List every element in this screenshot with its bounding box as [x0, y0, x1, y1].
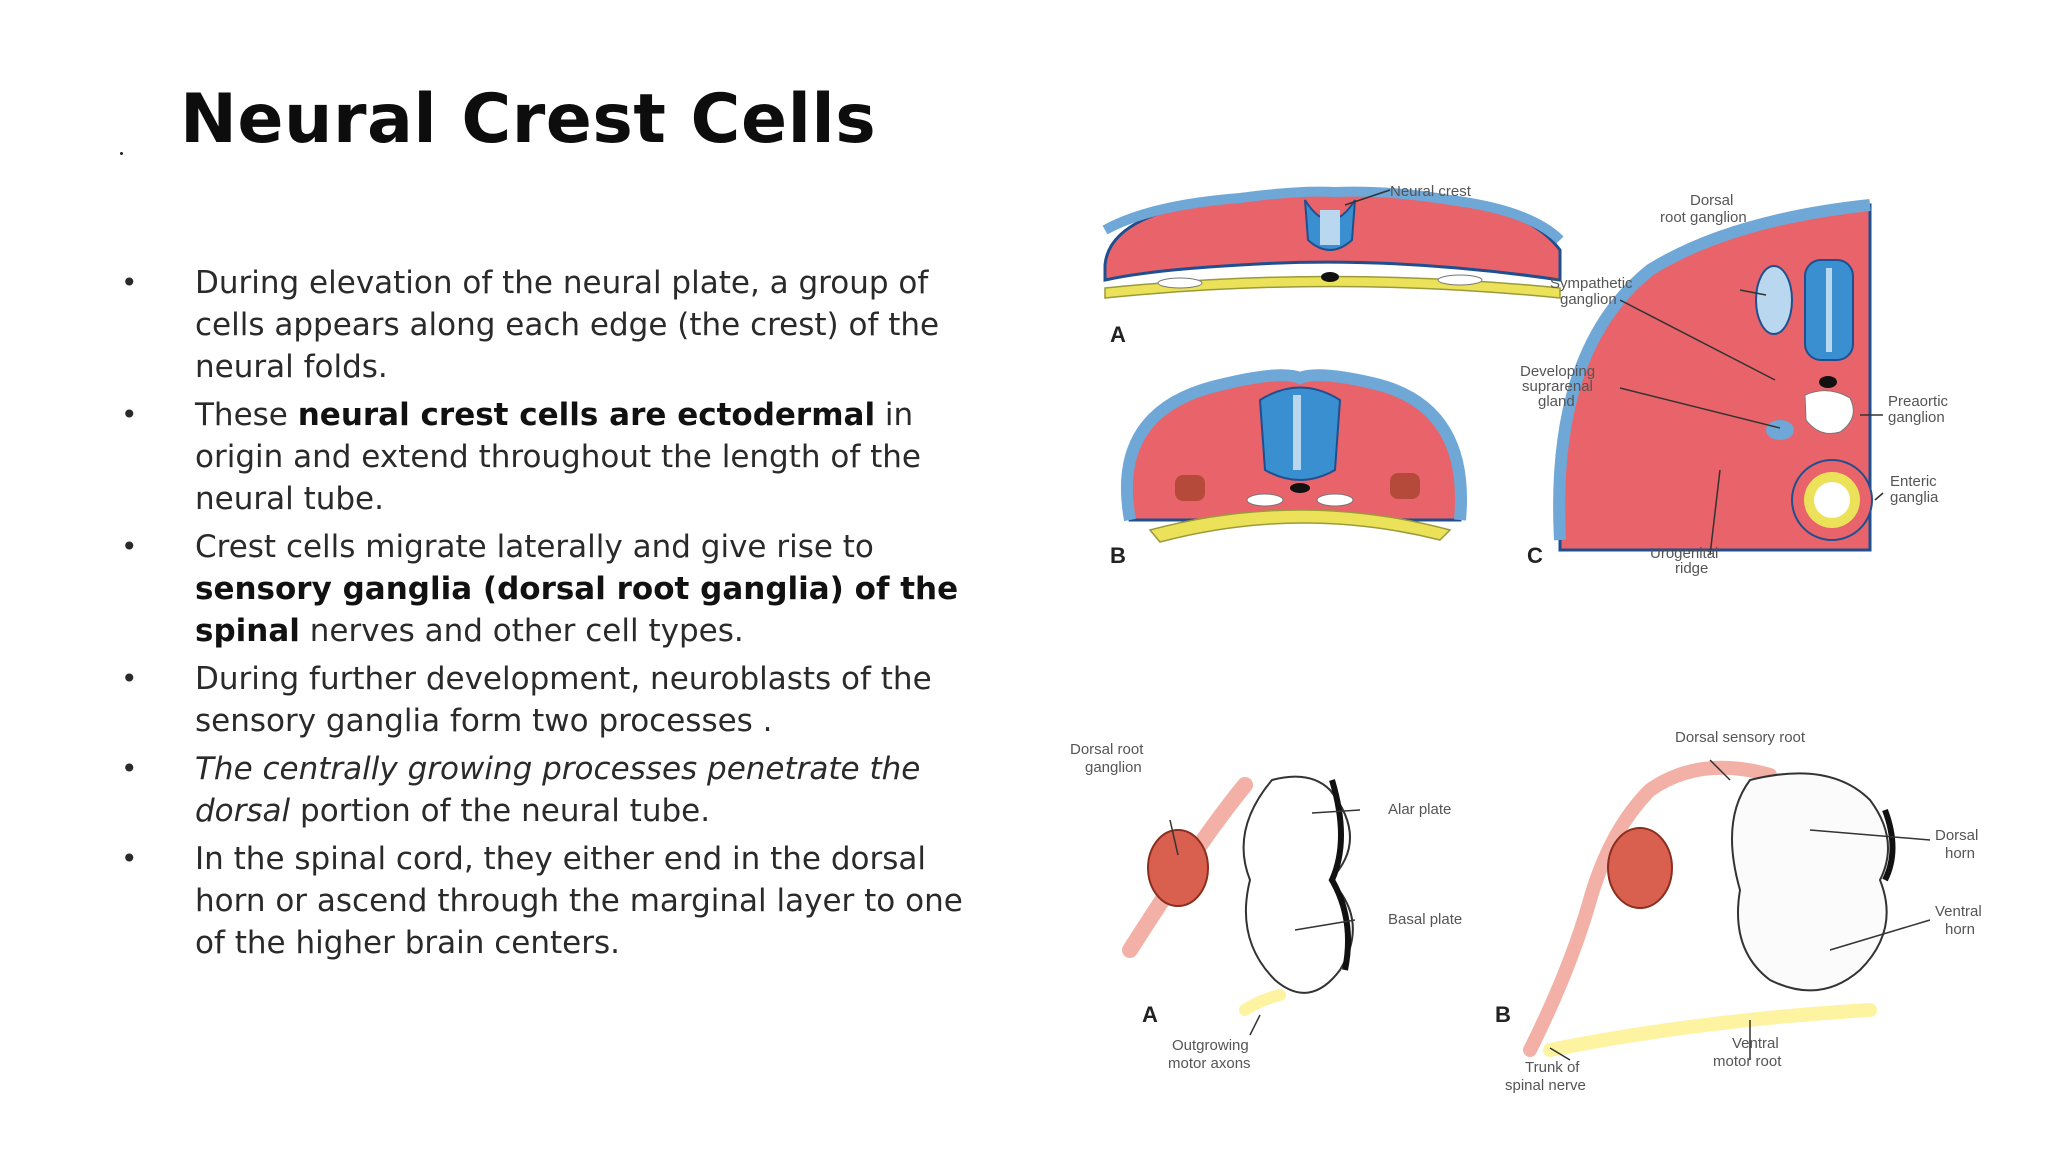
label-motor-root: motor root	[1713, 1053, 1782, 1070]
bullet-item: • During elevation of the neural plate, a…	[115, 262, 985, 388]
label-outgrowing: Outgrowing	[1172, 1037, 1249, 1054]
bullet-marker: •	[121, 530, 138, 563]
bottom-panel-b-diagram	[1523, 759, 1931, 1061]
bullet-text: nerves and other cell types.	[299, 613, 744, 649]
label-neural-crest: Neural crest	[1390, 183, 1472, 200]
label-suprarenal: suprarenal	[1522, 378, 1593, 395]
bullet-marker: •	[121, 752, 138, 785]
bullet-text: In the spinal cord, they either end in t…	[195, 841, 963, 961]
figure-sensory-ganglia-processes: Dorsal root ganglion Alar plate Basal pl…	[1070, 729, 1982, 1094]
label-dorsal-horn: Dorsal	[1935, 827, 1978, 844]
panel-b-letter: B	[1110, 543, 1126, 568]
bullet-marker: •	[121, 842, 138, 875]
label-sympathetic-ganglion: ganglion	[1560, 291, 1617, 308]
bullet-text: During further development, neuroblasts …	[195, 661, 932, 739]
bullet-marker: •	[121, 398, 138, 431]
label-gland: gland	[1538, 393, 1575, 410]
label-motor-axons: motor axons	[1168, 1055, 1251, 1072]
bullet-text: portion of the neural tube.	[290, 793, 711, 829]
label-preaortic-ganglion: ganglion	[1888, 409, 1945, 426]
label-ventral-horn: Ventral	[1935, 903, 1982, 920]
slide-title: Neural Crest Cells	[180, 80, 877, 159]
bottom-panel-a-diagram	[1122, 775, 1361, 1036]
bullet-item: • These neural crest cells are ectodermal…	[115, 394, 985, 520]
bullet-text: During elevation of the neural plate, a …	[195, 265, 940, 385]
bottom-panel-b-letter: B	[1495, 1002, 1511, 1027]
bullet-marker: •	[121, 266, 138, 299]
panel-c-diagram	[1553, 199, 1884, 556]
label-trunk: Trunk of	[1525, 1059, 1580, 1076]
stray-dot	[120, 152, 123, 155]
label-enteric: Enteric	[1890, 473, 1937, 490]
figure-neural-crest-derivatives: Neural crest A B	[1102, 183, 1949, 577]
bullet-item: • The centrally growing processes penetr…	[115, 748, 985, 832]
label-ridge: ridge	[1675, 560, 1708, 577]
label-ventral: Ventral	[1732, 1035, 1779, 1052]
bottom-panel-a-letter: A	[1142, 1002, 1158, 1027]
label-preaortic: Preaortic	[1888, 393, 1949, 410]
bullet-item: • In the spinal cord, they either end in…	[115, 838, 985, 964]
panel-b-diagram	[1120, 369, 1467, 543]
bullet-text: These	[195, 397, 298, 433]
label-urogenital: Urogenital	[1650, 545, 1718, 562]
panel-a-letter: A	[1110, 322, 1126, 347]
bullet-item: • During further development, neuroblasts…	[115, 658, 985, 742]
bullet-text: neural crest cells are ectodermal	[297, 397, 876, 433]
panel-a-diagram	[1102, 186, 1564, 299]
label-basal-plate: Basal plate	[1388, 911, 1462, 928]
bullet-text: sensory ganglia (dorsal root ganglia) of…	[195, 571, 959, 649]
panel-c-letter: C	[1527, 543, 1543, 568]
label-dorsal: Dorsal	[1690, 192, 1733, 209]
bullet-text: in origin and extend throughout the leng…	[195, 397, 922, 517]
bullet-list: • During elevation of the neural plate, a…	[115, 262, 985, 970]
label-spinal-nerve: spinal nerve	[1505, 1077, 1586, 1094]
bullet-marker: •	[121, 662, 138, 695]
bullet-item: • Crest cells migrate laterally and give…	[115, 526, 985, 652]
label-sympathetic: Sympathetic	[1550, 275, 1633, 292]
label-ventral-horn-2: horn	[1945, 921, 1975, 938]
label-developing: Developing	[1520, 363, 1595, 380]
label-alar-plate: Alar plate	[1388, 801, 1451, 818]
label-root-ganglion: root ganglion	[1660, 209, 1747, 226]
label-ganglion-a: ganglion	[1085, 759, 1142, 776]
bullet-text: The centrally growing processes penetrat…	[195, 751, 921, 829]
bullet-text: Crest cells migrate laterally and give r…	[195, 529, 874, 565]
label-enteric-ganglia: ganglia	[1890, 489, 1939, 506]
label-dorsal-sensory-root: Dorsal sensory root	[1675, 729, 1806, 746]
label-dorsal-horn-2: horn	[1945, 845, 1975, 862]
label-dorsal-root-a: Dorsal root	[1070, 741, 1144, 758]
